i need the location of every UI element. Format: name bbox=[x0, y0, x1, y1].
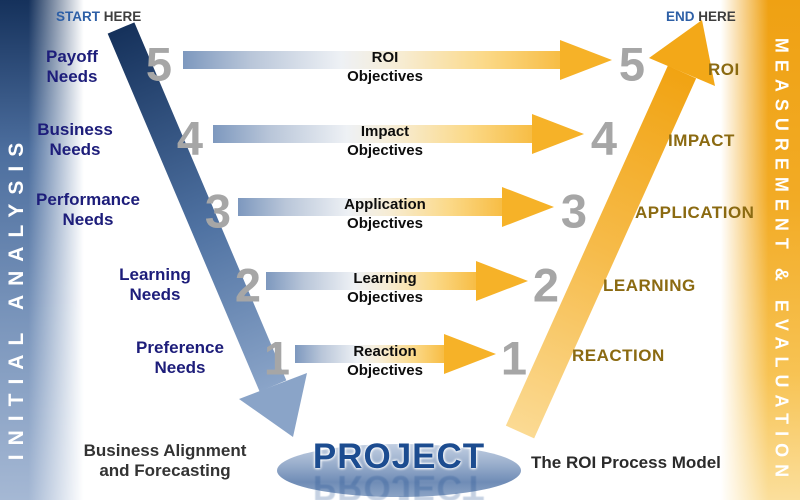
objective-arrow-4 bbox=[213, 125, 532, 143]
evaluation-label-1: REACTION bbox=[572, 346, 665, 365]
start-word: START bbox=[56, 9, 100, 24]
caption-line2: and Forecasting bbox=[99, 461, 231, 480]
need-line1: Learning bbox=[119, 265, 191, 284]
evaluation-label-4: IMPACT bbox=[668, 131, 735, 150]
objective-line2: Objectives bbox=[347, 68, 423, 85]
level-number-right-1: 1 bbox=[500, 331, 528, 385]
level-number-left-2: 2 bbox=[234, 258, 262, 312]
evaluation-label-5: ROI bbox=[708, 60, 740, 79]
end-word: END bbox=[666, 9, 695, 24]
right-arrowhead-icon-5 bbox=[560, 40, 612, 80]
project-ellipse bbox=[277, 444, 521, 497]
need-line1: Business bbox=[37, 120, 113, 139]
objective-line1: ROI bbox=[371, 49, 399, 66]
right-arrowhead-icon-4 bbox=[532, 114, 584, 154]
objective-line2: Objectives bbox=[347, 362, 423, 379]
initial-analysis-strip bbox=[0, 0, 95, 500]
analysis-descending-arrowhead-icon bbox=[239, 373, 307, 437]
level-number-left-5: 5 bbox=[145, 37, 173, 91]
right-arrowhead-icon-3 bbox=[502, 187, 554, 227]
need-line2: Needs bbox=[129, 285, 181, 304]
level-number-right-5: 5 bbox=[618, 37, 646, 91]
right-arrowhead-icon-2 bbox=[476, 261, 528, 301]
measurement-evaluation-strip bbox=[710, 0, 800, 500]
objective-arrow-1 bbox=[295, 345, 444, 363]
need-line2: Needs bbox=[62, 210, 114, 229]
level-number-right-4: 4 bbox=[590, 111, 618, 165]
caption-line1: Business Alignment bbox=[83, 441, 247, 460]
need-line1: Payoff bbox=[46, 47, 98, 66]
level-number-right-2: 2 bbox=[532, 258, 560, 312]
need-line1: Preference bbox=[136, 338, 224, 357]
right-arrowhead-icon-1 bbox=[444, 334, 496, 374]
evaluation-ascending-arrow-shaft bbox=[505, 65, 697, 439]
objective-arrow-3 bbox=[238, 198, 502, 216]
need-line2: Needs bbox=[49, 140, 101, 159]
objective-line2: Objectives bbox=[347, 142, 423, 159]
end-here-label: END HERE bbox=[666, 9, 736, 24]
need-line2: Needs bbox=[46, 67, 98, 86]
objective-line1: Impact bbox=[360, 123, 410, 140]
evaluation-ascending-arrowhead-icon bbox=[649, 20, 715, 86]
start-here-label: START HERE bbox=[56, 9, 141, 24]
level-number-right-3: 3 bbox=[560, 184, 588, 238]
level-number-left-3: 3 bbox=[204, 184, 232, 238]
level-number-left-4: 4 bbox=[176, 111, 204, 165]
start-here-word: HERE bbox=[103, 9, 142, 24]
project-label: PROJECT bbox=[312, 437, 486, 476]
diagram-title: The ROI Process Model bbox=[531, 453, 721, 472]
objective-line1: Application bbox=[344, 196, 426, 213]
objective-arrow-2 bbox=[266, 272, 476, 290]
objective-line2: Objectives bbox=[347, 289, 423, 306]
evaluation-label-2: LEARNING bbox=[603, 276, 696, 295]
level-number-left-1: 1 bbox=[263, 331, 291, 385]
need-line2: Needs bbox=[154, 358, 206, 377]
objective-line1: Reaction bbox=[353, 343, 417, 360]
end-here-word: HERE bbox=[698, 9, 736, 24]
need-line1: Performance bbox=[36, 190, 140, 209]
objective-arrow-5 bbox=[183, 51, 560, 69]
objective-line2: Objectives bbox=[347, 215, 423, 232]
objective-line1: Learning bbox=[353, 270, 417, 287]
analysis-descending-arrow-shaft bbox=[107, 22, 287, 392]
evaluation-label-3: APPLICATION bbox=[635, 203, 755, 222]
objective-label-5: ROI Objectives bbox=[347, 48, 423, 86]
